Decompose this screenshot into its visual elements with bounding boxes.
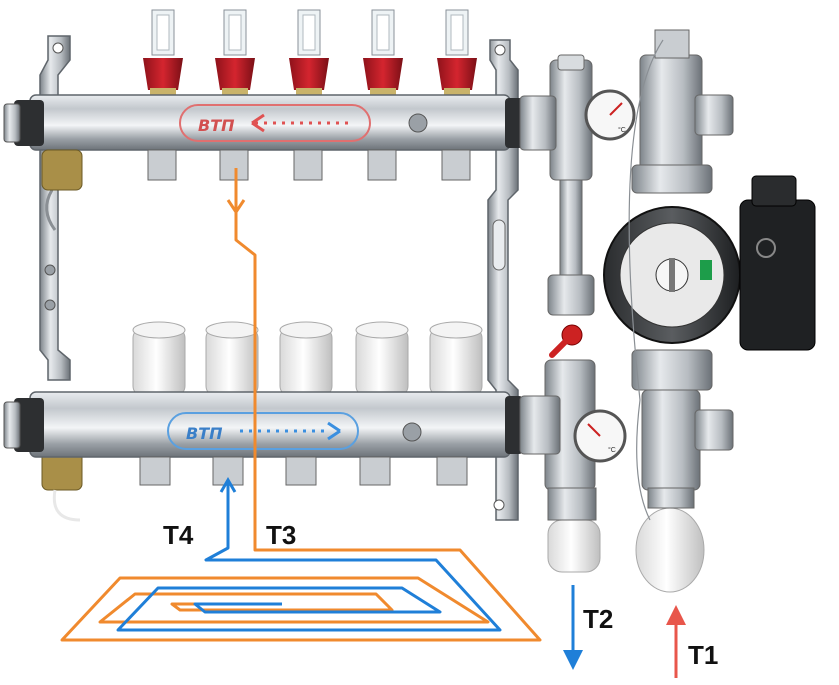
pump-logo-icon	[756, 238, 776, 258]
pump-energy-label-icon	[700, 260, 712, 280]
upper-gauge-unit: °C	[618, 126, 626, 134]
red-lever-valve-icon	[549, 324, 583, 358]
left-mounting-bracket	[39, 35, 71, 381]
supply-bar-logo: BTП	[198, 116, 235, 135]
floor-heating-loop	[60, 168, 542, 642]
flowmeter-5	[437, 9, 477, 98]
thermostatic-cap-2	[205, 321, 259, 397]
circulation-pump	[603, 175, 816, 351]
return-outlet-fittings	[139, 456, 468, 486]
flowmeter-2	[215, 9, 255, 98]
upper-temperature-gauge: °C	[584, 89, 636, 141]
return-bar-logo: BTП	[186, 424, 223, 443]
flowmeter-4	[363, 9, 403, 98]
lower-gauge-unit: °C	[608, 446, 616, 454]
label-t1: T1	[688, 640, 719, 670]
label-t3: T3	[266, 520, 297, 550]
thermostatic-cap-4	[355, 321, 409, 397]
supply-outlet-fittings	[147, 149, 471, 181]
return-manifold-bar: BTП	[3, 391, 523, 458]
flowmeter-row	[143, 9, 477, 98]
mixing-valve-caps	[547, 487, 705, 593]
thermostatic-cap-3	[279, 321, 333, 397]
return-flow-arrow-icon	[563, 585, 583, 670]
flowmeter-3	[289, 9, 329, 98]
lower-temperature-gauge: °C	[573, 409, 627, 463]
thermostatic-cap-row	[132, 321, 483, 397]
thermostatic-cap-5	[429, 321, 483, 397]
thermostatic-cap-1	[132, 321, 186, 397]
hot-flow-pipe	[60, 168, 542, 642]
label-t2: T2	[583, 604, 614, 634]
cold-flow-pipe	[116, 480, 502, 632]
supply-manifold-bar: BTП	[3, 94, 523, 151]
mixing-unit: °C °C	[519, 29, 816, 593]
supply-flow-arrow-icon	[666, 605, 686, 678]
label-t4: T4	[163, 520, 194, 550]
flowmeter-1	[143, 9, 183, 98]
